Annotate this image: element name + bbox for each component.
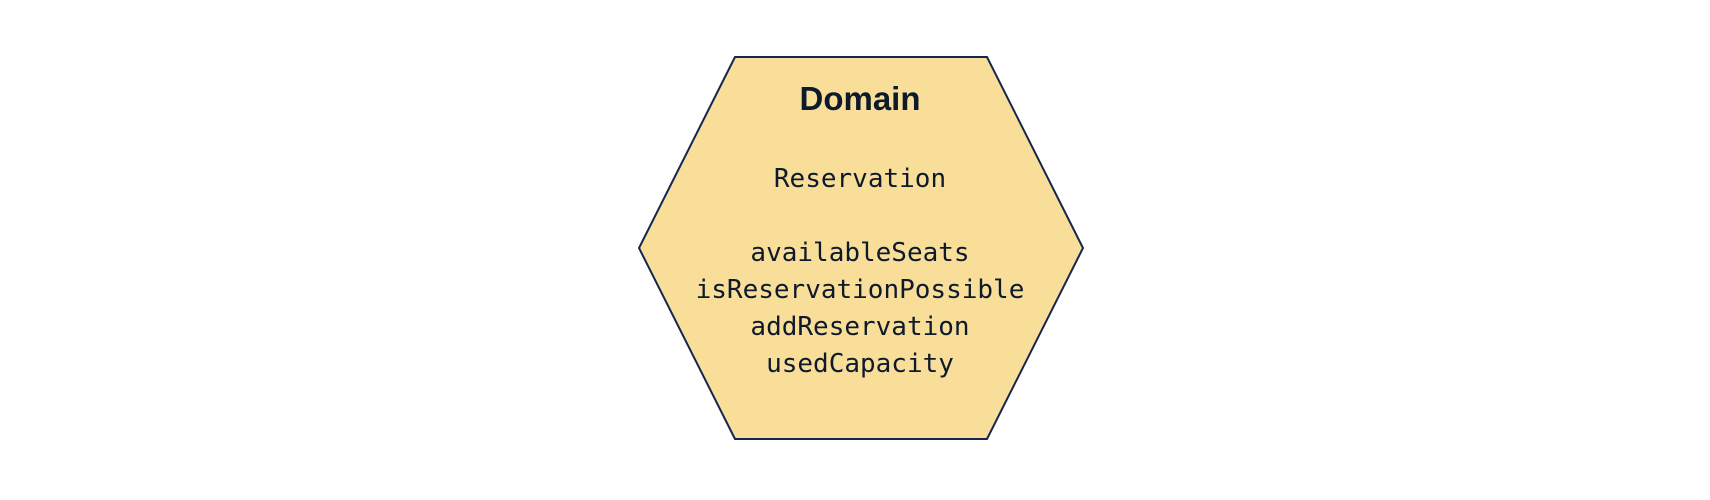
domain-hexagon: [637, 56, 1085, 440]
member-available-seats: availableSeats: [750, 238, 969, 268]
member-add-reservation: addReservation: [750, 312, 969, 342]
entity-name: Reservation: [774, 164, 946, 194]
domain-title: Domain: [799, 80, 920, 117]
member-is-reservation-possible: isReservationPossible: [696, 275, 1025, 305]
member-used-capacity: usedCapacity: [766, 349, 954, 379]
